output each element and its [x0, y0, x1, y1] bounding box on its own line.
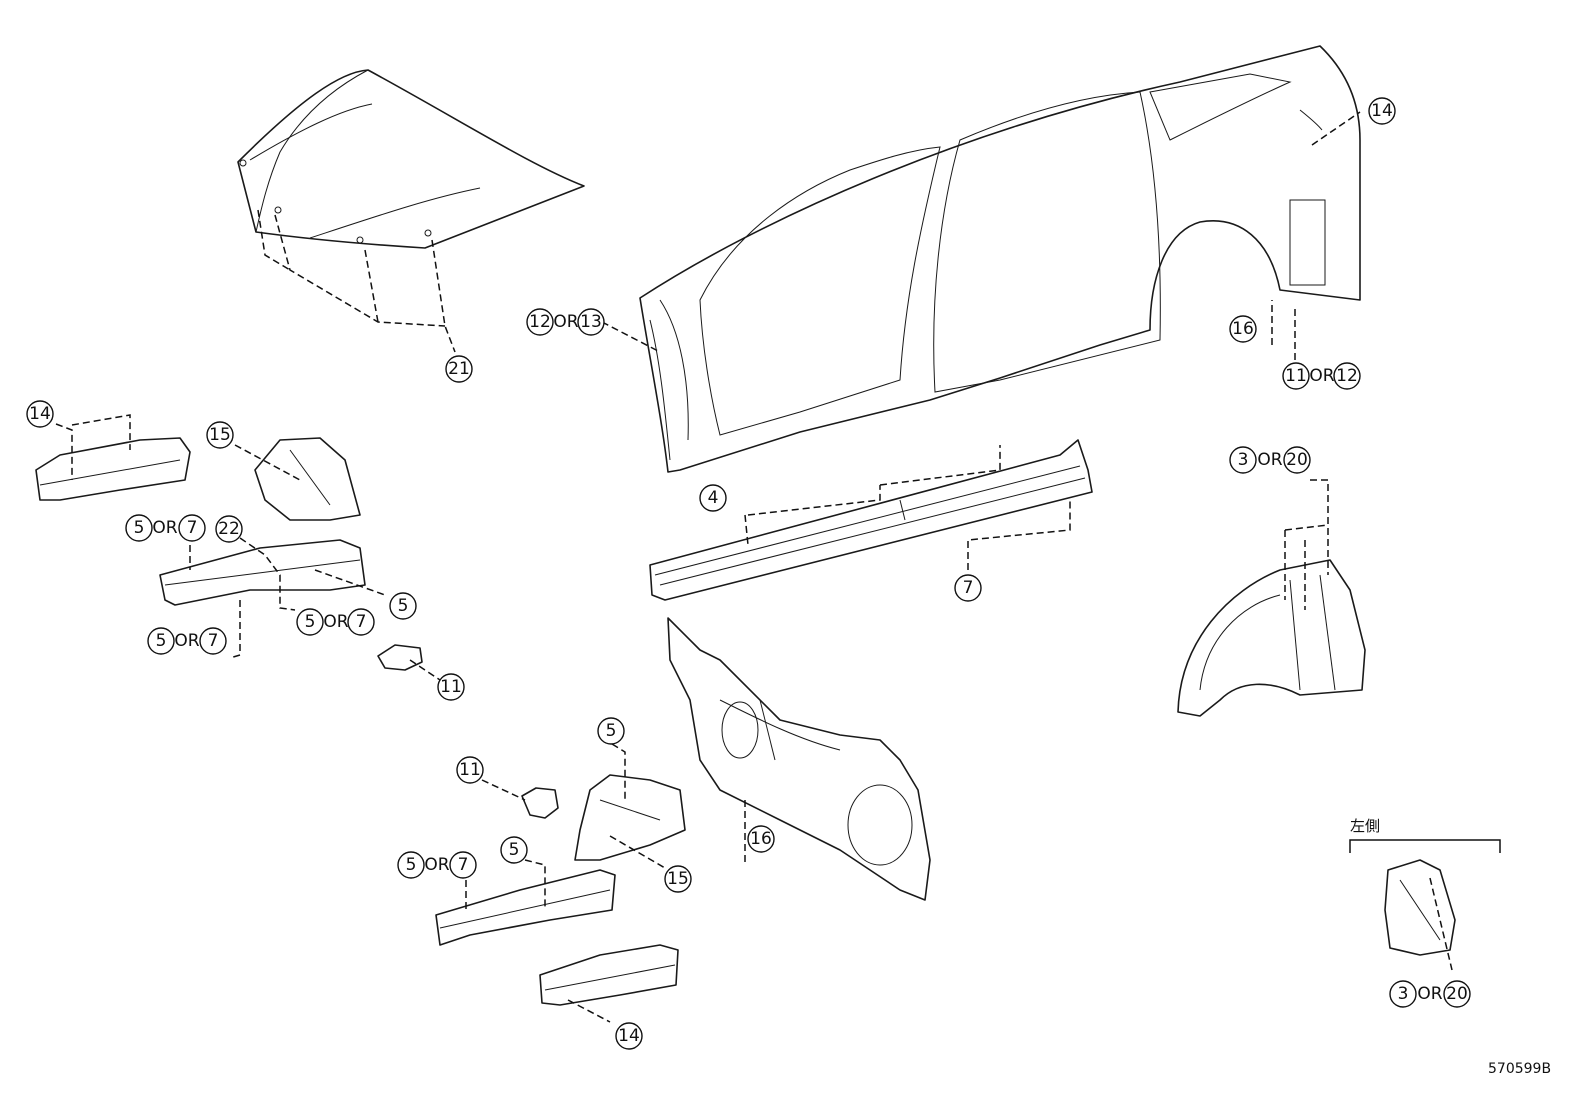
callout-tower-right-bottom: 15	[664, 865, 692, 893]
front-apron-upper	[35, 437, 191, 501]
part-number: 11	[459, 760, 481, 780]
callout-bracket-right: 11	[456, 756, 484, 784]
left-side-inset: 左側	[1349, 817, 1501, 956]
part-number: 16	[750, 829, 772, 849]
part-number: 13	[580, 312, 602, 332]
part-number: 3	[1238, 450, 1249, 470]
callout-rail-right-mid: 5	[500, 836, 528, 864]
callout-hood: 21	[445, 355, 473, 383]
small-bracket-right	[521, 787, 559, 819]
callout-rocker-bottom: 7	[954, 574, 982, 602]
or-label: OR	[1309, 366, 1334, 386]
or-label: OR	[174, 631, 199, 651]
part-number: 11	[1285, 366, 1307, 386]
inset-label: 左側	[1350, 817, 1380, 835]
part-number: 20	[1286, 450, 1308, 470]
callout-bracket-small: 11	[437, 673, 465, 701]
part-number: 7	[208, 631, 219, 651]
part-number: 5	[134, 518, 145, 538]
or-label: OR	[424, 855, 449, 875]
leader-lines	[55, 111, 1453, 1023]
part-number: 7	[458, 855, 469, 875]
front-apron-lower	[539, 944, 679, 1006]
front-side-rail-right	[435, 869, 616, 946]
part-number: 7	[356, 612, 367, 632]
or-label: OR	[152, 518, 177, 538]
part-number: 7	[963, 578, 974, 598]
callout-pillar-front: 12 OR 13	[526, 308, 605, 336]
callout-apron-front-top: 14	[26, 400, 54, 428]
part-number: 14	[1371, 101, 1393, 121]
or-label: OR	[323, 612, 348, 632]
callout-quarter-top: 14	[1368, 97, 1396, 125]
callout-inset-bottom: 3 OR 20	[1389, 980, 1471, 1008]
callout-rail-lower: 5 OR 7	[147, 627, 227, 655]
front-side-rail	[159, 539, 366, 606]
callout-quarter-bottom: 11 OR 12	[1282, 362, 1361, 390]
part-number: 15	[209, 425, 231, 445]
callout-apron-right-bottom: 14	[615, 1022, 643, 1050]
callout-rail-right: 5	[389, 592, 417, 620]
callout-quarter-lower: 16	[1229, 315, 1257, 343]
part-number: 12	[529, 312, 551, 332]
part-number: 5	[406, 855, 417, 875]
small-bracket-left	[377, 644, 423, 671]
callout-rail-reinf: 22	[215, 515, 243, 543]
part-number: 11	[440, 677, 462, 697]
part-number: 21	[448, 359, 470, 379]
rocker-panel	[649, 439, 1093, 601]
part-number: 5	[156, 631, 167, 651]
part-number: 12	[1336, 366, 1358, 386]
part-number: 15	[667, 869, 689, 889]
callout-rail-right-left: 5 OR 7	[397, 851, 477, 879]
part-number: 20	[1446, 984, 1468, 1004]
part-number: 5	[305, 612, 316, 632]
suspension-tower-right	[574, 774, 686, 861]
callout-rail-left: 5 OR 7	[125, 514, 206, 542]
rear-wheelhouse	[1177, 559, 1366, 717]
part-number: 5	[398, 596, 409, 616]
part-number: 16	[1232, 319, 1254, 339]
part-number: 14	[618, 1026, 640, 1046]
callout-tower-right-top: 5	[597, 717, 625, 745]
part-number: 5	[509, 840, 520, 860]
callout-dash-lower: 16	[747, 825, 775, 853]
part-number: 22	[218, 519, 240, 539]
or-label: OR	[1257, 450, 1282, 470]
part-number: 4	[708, 488, 719, 508]
body-side-outer	[639, 45, 1361, 473]
part-number: 5	[606, 721, 617, 741]
or-label: OR	[553, 312, 578, 332]
reference-code: 570599B	[1488, 1061, 1551, 1077]
callout-rocker-top: 4	[699, 484, 727, 512]
part-number: 7	[187, 518, 198, 538]
callout-apron-tower: 15	[206, 421, 234, 449]
hood-panel	[237, 69, 585, 249]
part-number: 3	[1398, 984, 1409, 1004]
callout-rail-mid: 5 OR 7	[296, 608, 375, 636]
callout-wheelhouse-top: 3 OR 20	[1229, 446, 1311, 474]
suspension-tower	[254, 437, 361, 521]
dash-panel	[667, 617, 931, 901]
or-label: OR	[1417, 984, 1442, 1004]
part-number: 14	[29, 404, 51, 424]
